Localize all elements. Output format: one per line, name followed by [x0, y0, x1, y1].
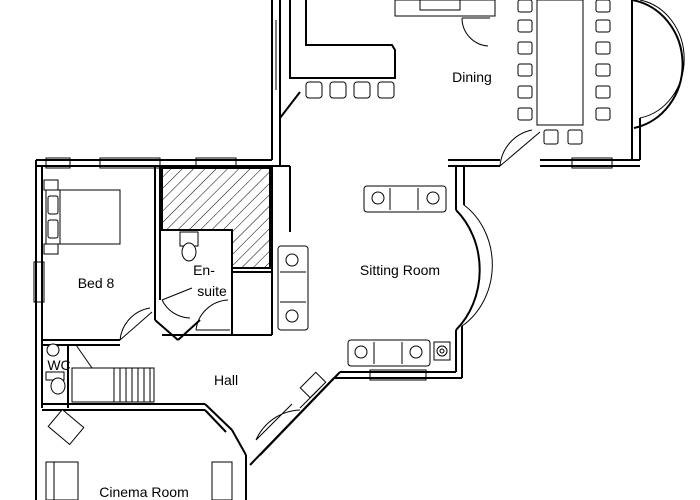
sitting-furniture [277, 185, 451, 367]
label-bed-8: Bed 8 [78, 275, 115, 291]
room-labels: Dining Sitting Room Bed 8 En- suite WC H… [47, 69, 492, 500]
dining-bay-window [631, 0, 684, 129]
cinema-room [45, 403, 247, 500]
stairs [71, 367, 155, 403]
dining-area [271, 0, 685, 160]
bar-stools [305, 81, 395, 99]
dining-chairs-left [517, 0, 533, 121]
label-cinema-room: Cinema Room [99, 484, 188, 500]
wc-hall [41, 343, 327, 441]
dining-door-swing [461, 17, 490, 47]
cinema-screen-unit [211, 461, 233, 500]
toilet-bowl [181, 242, 197, 262]
hall-chair [299, 371, 327, 399]
label-ensuite-line2: suite [197, 283, 227, 299]
sofa-bottom [347, 339, 431, 367]
cinema-armchair [47, 408, 85, 446]
sofa-top [363, 185, 447, 213]
lamp-table [433, 341, 451, 361]
range-unit [394, 0, 496, 17]
dining-chairs-right [595, 0, 611, 121]
label-sitting-room: Sitting Room [360, 262, 440, 278]
dining-table [536, 0, 584, 126]
cinema-sofa [45, 461, 79, 500]
wc-basin [46, 343, 60, 357]
label-wc: WC [47, 357, 70, 373]
bedroom-wing [42, 166, 272, 346]
range-hob [419, 0, 461, 11]
label-dining: Dining [452, 69, 492, 85]
main-walls [33, 118, 640, 500]
kitchen-counter [289, 0, 396, 79]
wc-toilet [50, 377, 66, 395]
stair-treads [113, 368, 151, 402]
ensuite-door-swing [161, 287, 193, 319]
sofa-left [277, 245, 309, 331]
dining-chairs-bottom [543, 129, 583, 145]
label-hall: Hall [214, 372, 238, 388]
dining-sitting-door [499, 129, 541, 167]
front-door-swing [255, 403, 301, 441]
sitting-bay-window [455, 209, 481, 331]
label-ensuite-line1: En- [193, 262, 215, 278]
ensuite-hatched-area [161, 167, 271, 269]
bed8-door-swing [119, 307, 153, 341]
